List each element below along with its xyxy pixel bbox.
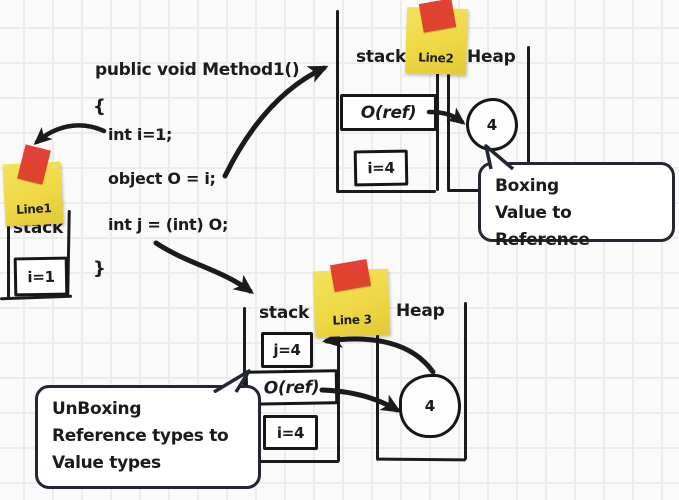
bottom-stack-label: stack <box>259 303 310 323</box>
boxing-callout: Boxing Value to Reference <box>478 144 675 250</box>
code-stmt-int-i: int i=1; <box>108 125 173 144</box>
bottom-heap-left-line <box>376 305 379 460</box>
top-stack-cell-i: i=4 <box>353 149 409 187</box>
boxing-callout-line1: Boxing <box>495 176 559 196</box>
unboxing-callout-line1: UnBoxing <box>52 399 142 419</box>
bottom-stack-cell-i: i=4 <box>263 415 318 450</box>
top-heap-left-line <box>447 62 450 190</box>
bottom-heap-label: Heap <box>396 301 445 321</box>
sticky-note-line1-label: Line1 <box>15 201 52 217</box>
arrow-object-o-to-line2-stack <box>222 65 329 179</box>
code-method-signature: public void Method1() <box>95 60 300 80</box>
unboxing-callout-tail <box>213 369 251 393</box>
code-stmt-int-j: int j = (int) O; <box>108 215 229 234</box>
sticky-note-line2-label: Line2 <box>418 50 454 66</box>
bottom-stack-left-line <box>243 307 246 462</box>
boxing-callout-tail <box>484 144 515 170</box>
left-stack-cell-i: i=1 <box>13 256 69 297</box>
bottom-stack-bottom-line <box>243 460 339 463</box>
arrow-int-j-to-line3-stack <box>153 240 255 294</box>
top-stack-right-line <box>436 62 439 191</box>
top-heap-label: Heap <box>467 47 516 67</box>
unboxing-callout-line3: Value types <box>52 453 161 473</box>
top-stack-left-line <box>336 10 339 192</box>
bottom-heap-right-line <box>464 302 467 460</box>
top-heap-right-line <box>527 46 530 163</box>
bottom-heap-bottom-line <box>375 457 467 462</box>
sticky-note-line3-label: Line 3 <box>332 312 372 328</box>
tape-icon-line2 <box>418 0 457 33</box>
code-open-brace: { <box>93 96 106 117</box>
top-stack-cell-oref: O(ref) <box>340 94 437 131</box>
arrow-int-i-to-line1-stack <box>33 123 107 145</box>
boxing-callout-line2: Value to Reference <box>495 203 590 250</box>
bottom-stack-cell-j: j=4 <box>261 332 313 368</box>
code-close-brace: } <box>93 258 106 279</box>
code-stmt-object-o: object O = i; <box>108 169 216 188</box>
left-stack-left-line <box>7 212 10 298</box>
top-stack-bottom-line <box>336 190 436 193</box>
unboxing-callout-line2: Reference types to <box>52 426 229 446</box>
unboxing-callout: UnBoxing Reference types to Value types <box>35 369 261 489</box>
bottom-heap-boxed-value: 4 <box>399 374 461 438</box>
top-stack-label: stack <box>356 47 407 67</box>
top-heap-bottom-line <box>447 189 479 192</box>
arrow-heap-value-to-j-cell <box>322 330 436 375</box>
